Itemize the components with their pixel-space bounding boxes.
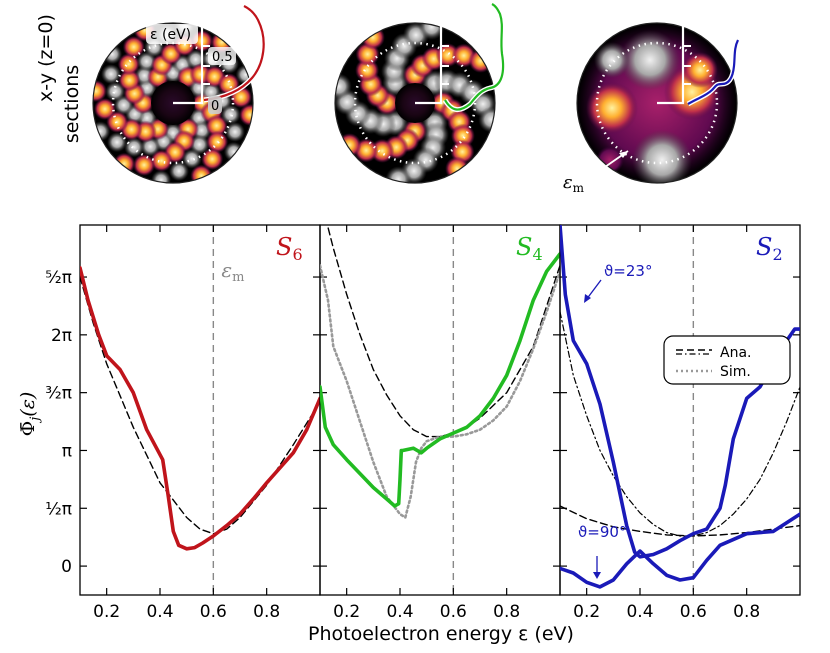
em-label: εm: [221, 258, 244, 285]
x-tick-label: 0.8: [253, 602, 280, 622]
legend-ana: Ana.: [720, 345, 751, 361]
x-tick-label: 0.2: [333, 602, 360, 622]
em-ring-s2: [595, 41, 719, 165]
annotation-theta-23: ϑ=23°: [604, 262, 652, 280]
section-disc-s2: εm: [563, 8, 741, 195]
series-s2-phase-23: [560, 225, 800, 559]
section-disc-s4: [334, 1, 506, 184]
inset-axis-label: ε (eV): [150, 27, 191, 43]
em-label-top: εm: [563, 172, 585, 195]
top-sections-row: x-y (z=0) sections ε (eV) 0.5 0: [35, 1, 741, 195]
annotation-theta-90: ϑ=90°: [578, 523, 626, 541]
series-s4-analytic: [326, 225, 560, 438]
panel-label-s6: S6: [276, 233, 303, 264]
x-tick-label: 0.2: [573, 602, 600, 622]
panel-label-s4: S4: [516, 233, 543, 264]
inset-curve-s4: [444, 3, 505, 111]
y-tick-label: 2π: [51, 326, 72, 346]
y-tick-label: 0: [61, 557, 72, 577]
y-tick-label: ½π: [45, 499, 72, 519]
y-tick-label: π: [62, 441, 72, 461]
inset-tick-0: 0: [211, 99, 219, 114]
legend-sim: Sim.: [720, 364, 751, 380]
x-tick-label: 0.4: [146, 602, 173, 622]
side-label-line1: x-y (z=0): [35, 14, 57, 102]
series-s4-phase: [320, 252, 560, 508]
x-axis-label: Photoelectron energy ε (eV): [308, 623, 574, 645]
series-s6-phase: [80, 266, 320, 551]
legend: Ana. Sim.: [663, 335, 791, 385]
y-tick-label: ⁵⁄₂π: [45, 268, 72, 288]
inset-axis-s6: [173, 8, 204, 105]
x-tick-label: 0.4: [386, 602, 413, 622]
panel-frame: [559, 224, 801, 596]
panel-s6: 0.2 0.4 0.6 0.8 0 ½π π ³⁄₂π 2π ⁵⁄₂π S6 εm: [45, 224, 321, 622]
series-s6-analytic: [80, 276, 320, 535]
x-tick-label: 0.6: [440, 602, 467, 622]
y-axis-label: Φ̄j(ε): [17, 392, 43, 437]
x-tick-label: 0.2: [93, 602, 120, 622]
series-s2-phase-90: [560, 512, 800, 589]
x-tick-label: 0.6: [200, 602, 227, 622]
x-tick-label: 0.8: [493, 602, 520, 622]
inset-axis-s4: [415, 8, 443, 105]
panel-label-s2: S2: [756, 233, 783, 264]
panel-s4: 0.2 0.4 0.6 0.8 S4: [319, 224, 561, 622]
inset-axis-s2: [657, 8, 685, 105]
series-s4-simulation: [320, 264, 560, 519]
inset-curve-s2: [687, 39, 740, 105]
inset-curve-s6: [203, 5, 265, 102]
panel-frame: [79, 224, 321, 596]
x-tick-label: 0.8: [733, 602, 760, 622]
y-tick-label: ³⁄₂π: [45, 384, 72, 404]
inset-tick-05: 0.5: [212, 50, 233, 65]
series-s2-analytic-23: [560, 311, 800, 537]
x-tick-label: 0.4: [626, 602, 653, 622]
x-tick-label: 0.6: [680, 602, 707, 622]
section-disc-s6: ε (eV) 0.5 0: [92, 3, 267, 184]
side-label-line2: sections: [61, 65, 83, 143]
em-ring-s4: [353, 41, 477, 165]
